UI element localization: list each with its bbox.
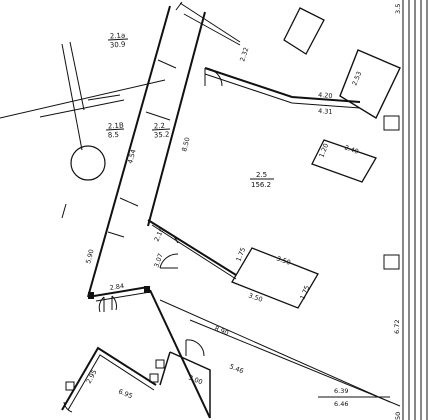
dim-5-90: 5.90 (84, 248, 95, 264)
svg-text:30.9: 30.9 (110, 40, 126, 49)
dim-1-75-b: 1.75 (298, 284, 311, 300)
right-boundary-lines (402, 0, 428, 420)
dim-8-50: 8.50 (180, 136, 191, 152)
top-block (283, 7, 325, 55)
site-lines (0, 41, 166, 151)
dim-2-95: 2.95 (85, 368, 99, 385)
svg-text:35.2: 35.2 (154, 130, 170, 139)
dim-4-20: 4.20 (318, 91, 333, 100)
dim-3-50-a: 3.50 (275, 254, 291, 266)
dim-3-07: 3.07 (152, 252, 164, 268)
room-2-2-label: 2.2 35.2 (151, 122, 171, 140)
dim-1-20: 1.20 (317, 142, 330, 158)
svg-text:2.1B: 2.1B (108, 121, 125, 130)
svg-text:156.2: 156.2 (251, 181, 271, 189)
svg-text:8.5: 8.5 (108, 131, 120, 140)
svg-text:2.1a: 2.1a (110, 31, 126, 40)
dim-6-39: 6.39 (334, 387, 348, 395)
block-1-20x2-40 (311, 139, 377, 183)
dim-5-46: 5.46 (228, 362, 244, 375)
dim-4-54: 4.54 (126, 148, 137, 164)
lower-passage-walls (88, 286, 401, 419)
room-2-1a-label: 2.1a 30.9 (107, 31, 129, 50)
column-2 (383, 254, 400, 270)
main-hall-walls (147, 67, 361, 280)
dim-2-40: 2.40 (343, 143, 359, 155)
corridor-walls (87, 1, 241, 298)
bottom-left-room (61, 346, 159, 413)
dim-4-31: 4.31 (318, 107, 333, 116)
dim-8-90: 8.90 (213, 324, 229, 337)
bottom-mid-room (155, 339, 211, 418)
dim-2-84: 2.84 (109, 282, 124, 292)
door-swing-mid (159, 253, 179, 269)
dim-3-5: 3.5 (394, 4, 402, 14)
svg-text:2.5: 2.5 (256, 171, 267, 179)
top-right-structure (339, 49, 401, 120)
dim-6-46: 6.46 (334, 400, 348, 408)
dim-50: 50 (394, 412, 402, 420)
room-2-5-label: 2.5 156.2 (250, 171, 274, 189)
dim-6-95: 6.95 (117, 387, 133, 400)
column-1 (383, 115, 400, 131)
round-feature (70, 145, 106, 181)
dim-6-72: 6.72 (393, 320, 401, 334)
dim-2-32: 2.32 (238, 46, 250, 62)
dim-2-53: 2.53 (350, 70, 363, 86)
dim-2-16: 2.16 (153, 226, 166, 243)
svg-text:2.2: 2.2 (154, 122, 166, 131)
block-1-75x3-50 (231, 247, 319, 309)
dim-3-00: 3.00 (187, 373, 203, 386)
room-2-1b-label: 2.1B 8.5 (105, 121, 125, 140)
